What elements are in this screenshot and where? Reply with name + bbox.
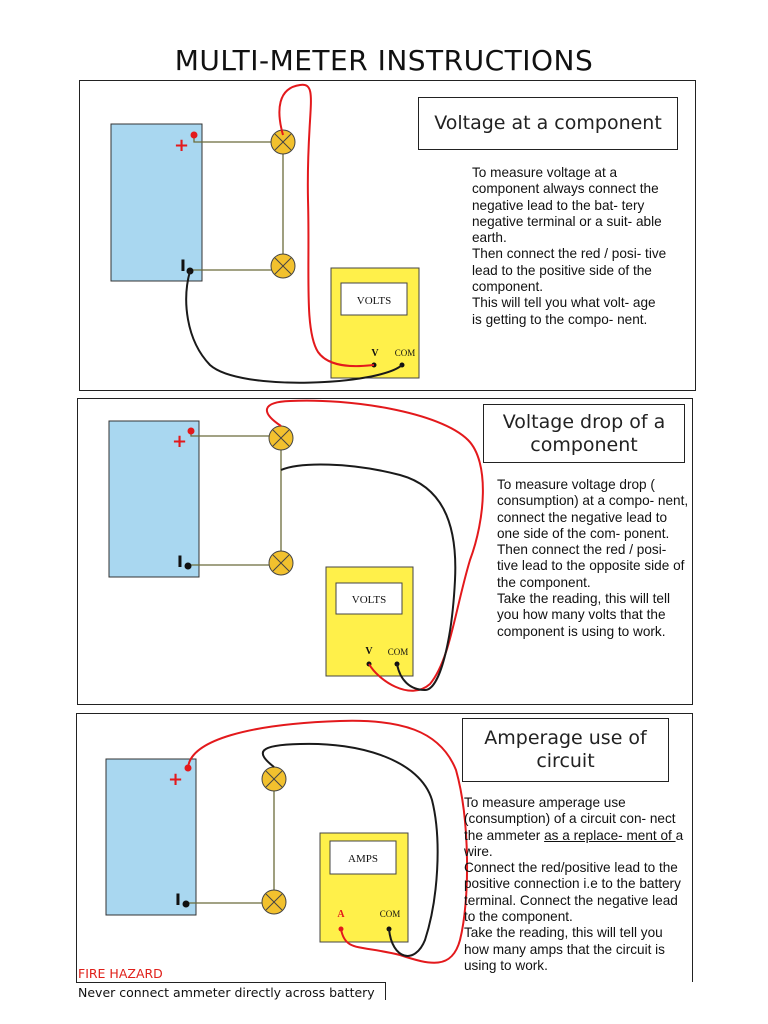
description-text: a wire. xyxy=(464,827,684,859)
description-line: To measure amperage use (consumption) of… xyxy=(464,795,690,860)
heading-voltage-at-component: Voltage at a component xyxy=(418,97,678,150)
description-line: Take the reading, this will tell you how… xyxy=(464,925,665,973)
description-underlined: as a replace- ment of xyxy=(544,827,676,843)
ammeter-warning: Never connect ammeter directly across ba… xyxy=(76,982,386,1000)
description-amperage-use: To measure amperage use (consumption) of… xyxy=(464,795,690,974)
fire-hazard-label: FIRE HAZARD xyxy=(78,966,163,981)
description-voltage-drop: To measure voltage drop ( consumption) a… xyxy=(497,477,690,640)
description-line: To measure voltage at a component always… xyxy=(472,165,659,213)
heading-amperage-use: Amperage use of circuit xyxy=(462,718,669,782)
description-voltage-at-component: To measure voltage at a component always… xyxy=(472,165,668,328)
description-text: To measure amperage use (consumption) of… xyxy=(464,795,676,843)
description-line: Then connect the red / posi- tive lead t… xyxy=(472,246,667,295)
description-line: To measure voltage drop ( consumption) a… xyxy=(497,477,689,541)
description-line: negative terminal or a suit- able earth. xyxy=(472,213,662,246)
heading-voltage-drop: Voltage drop of a component xyxy=(483,404,685,463)
page-title: MULTI-METER INSTRUCTIONS xyxy=(174,44,594,77)
description-line: This will tell you what volt- age is get… xyxy=(472,295,656,327)
description-line: Then connect the red / posi- tive lead t… xyxy=(497,542,685,590)
description-line: Take the reading, this will tell you how… xyxy=(497,591,671,639)
description-line: Connect the red/positive lead to the pos… xyxy=(464,860,681,925)
